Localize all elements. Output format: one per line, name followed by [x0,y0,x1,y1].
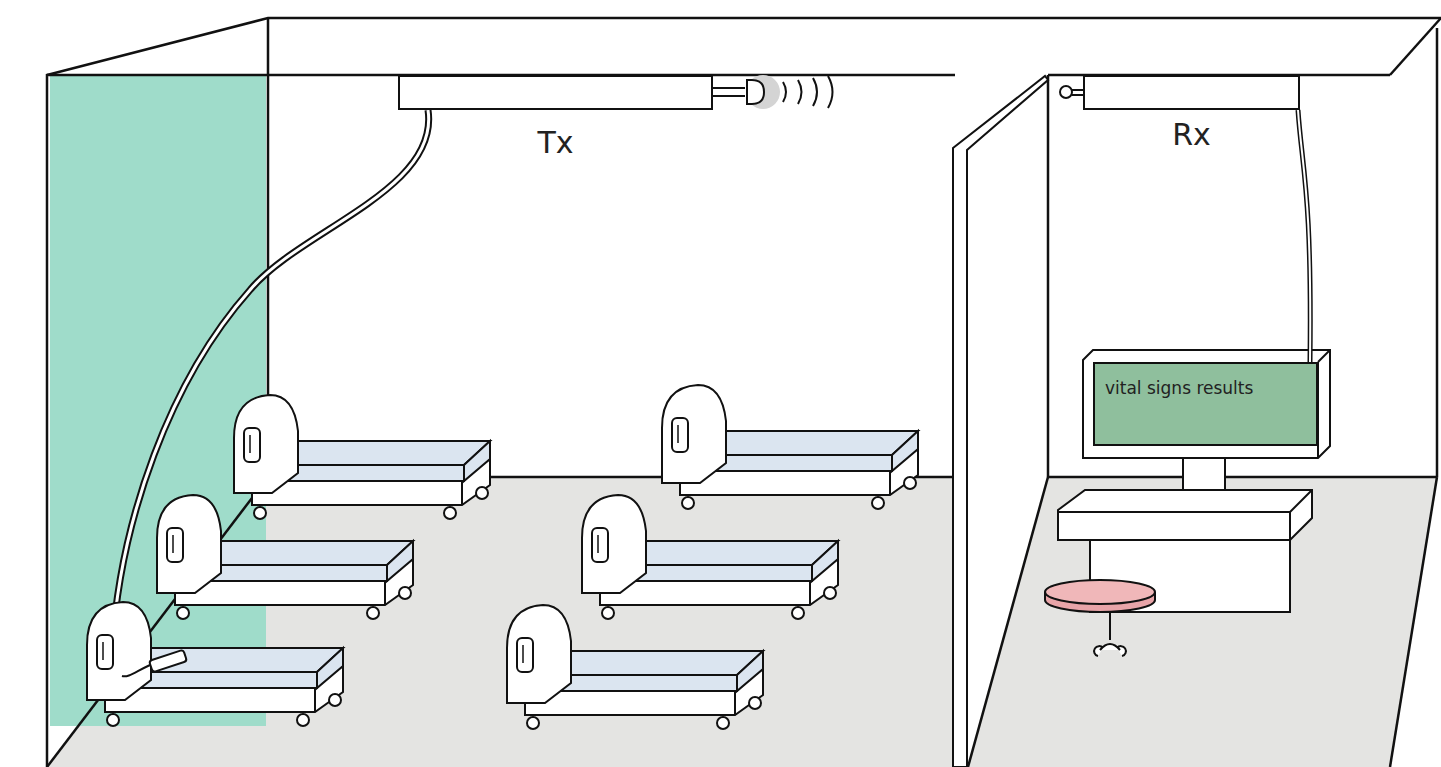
screen-text: vital signs results [1105,378,1253,398]
device-label: Rx [1085,117,1298,152]
transmitter-device: Tx [398,75,713,110]
device-label: Tx [400,125,711,160]
cable-connector [1298,110,1310,362]
monitor-screen: vital signs results [1093,362,1318,446]
receiver-device: Rx [1083,75,1300,110]
